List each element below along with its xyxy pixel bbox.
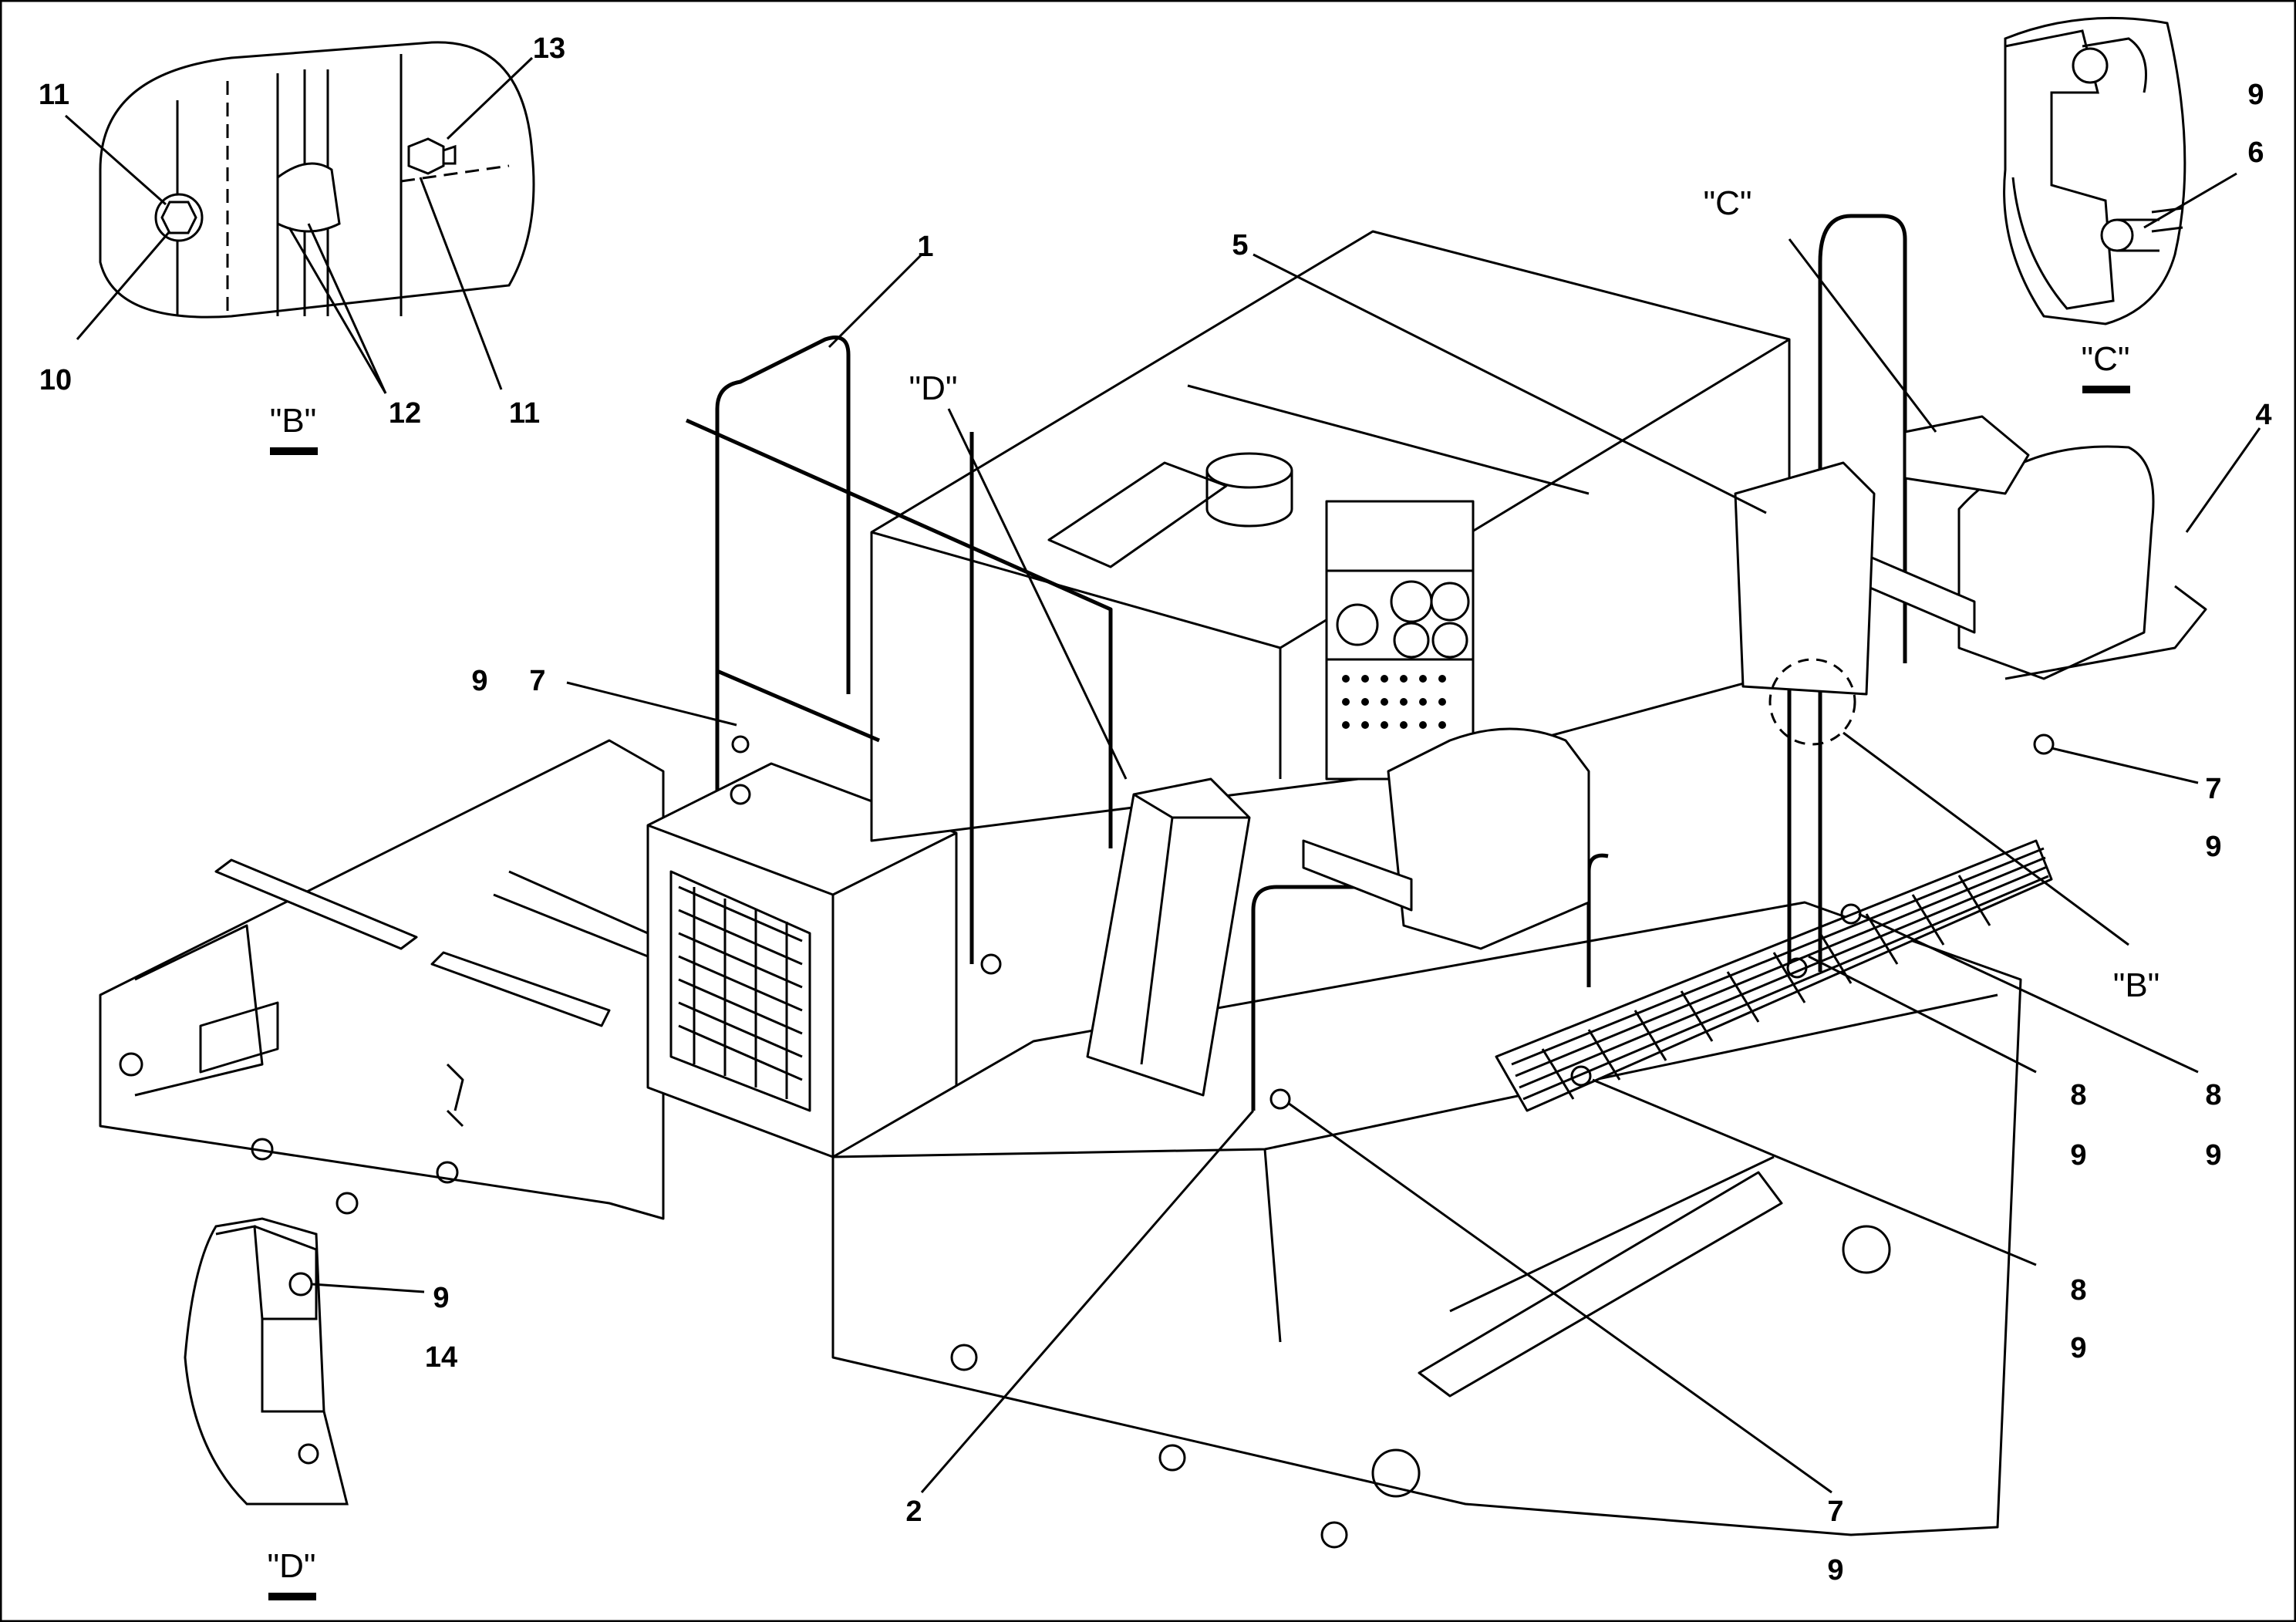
machine-drawing: [99, 214, 2207, 1549]
callout-5: 5: [1232, 229, 1248, 261]
detail-view-c: [2003, 16, 2186, 325]
detail-view-b: [99, 41, 535, 319]
callout-2: 2: [905, 1496, 922, 1528]
callout-9-bottom: 9: [1827, 1554, 1843, 1587]
view-label-c-underline: [2082, 386, 2130, 393]
detail-view-d: [184, 1217, 349, 1506]
callout-labels: 1 2 4 5 6 9 9 7 7 9 8 9 8 9 8 9 7 9 9 14…: [39, 32, 2272, 1587]
callout-1: 1: [917, 231, 933, 263]
hydraulic-tank: [1734, 461, 1876, 696]
callout-9-c: 9: [2070, 1332, 2086, 1364]
callout-8-b: 8: [2205, 1079, 2221, 1111]
operator-box-d: [1086, 777, 1251, 1097]
callout-10: 10: [39, 364, 72, 396]
leader-lines: [65, 56, 2261, 1494]
callout-8-a: 8: [2070, 1079, 2086, 1111]
view-label-b-main: "B": [2113, 966, 2160, 1004]
view-label-c-detail: "C": [2081, 340, 2129, 378]
callout-14: 14: [425, 1341, 457, 1374]
left-frame-rail: [99, 739, 665, 1220]
callout-9-b: 9: [2205, 1139, 2221, 1172]
callout-13: 13: [533, 32, 565, 65]
platform-grating: [1495, 839, 2053, 1112]
callout-7-bottom: 7: [1827, 1496, 1843, 1528]
callout-8-c: 8: [2070, 1274, 2086, 1307]
console-buttons: [1342, 675, 1446, 729]
callout-9-a: 9: [2070, 1139, 2086, 1172]
callout-7-left: 7: [529, 665, 545, 697]
callout-12: 12: [389, 397, 421, 430]
operator-box-c: [1903, 415, 2030, 495]
callout-9-right: 9: [2205, 831, 2221, 863]
rear-seat: [1865, 445, 2207, 680]
front-seat: [1302, 727, 1590, 950]
frame-crossbars: [214, 858, 649, 1027]
operator-console: [1325, 500, 1475, 781]
callout-9-view-c: 9: [2247, 79, 2264, 111]
left-handrail: [685, 336, 1113, 964]
radiator-housing: [646, 762, 958, 1158]
view-label-d-detail: "D": [267, 1547, 315, 1585]
callout-7-right: 7: [2205, 773, 2221, 805]
view-label-b-detail: "B": [270, 402, 317, 440]
mounting-bolts: [730, 733, 2055, 1110]
view-label-d-underline: [268, 1593, 316, 1600]
detail-circle-b: [1768, 658, 1856, 746]
callout-6: 6: [2247, 137, 2264, 169]
view-labels: "B" "C" "D" "B" "C" "D": [267, 184, 2159, 1600]
callout-11-left: 11: [39, 79, 69, 111]
callout-11-right: 11: [509, 397, 540, 430]
view-label-c-main: "C": [1703, 184, 1752, 222]
callout-4: 4: [2255, 399, 2271, 431]
view-label-b-underline: [270, 447, 318, 455]
view-label-d-main: "D": [909, 369, 957, 407]
callout-9-view-d: 9: [433, 1282, 449, 1314]
callout-9-left: 9: [471, 665, 487, 697]
